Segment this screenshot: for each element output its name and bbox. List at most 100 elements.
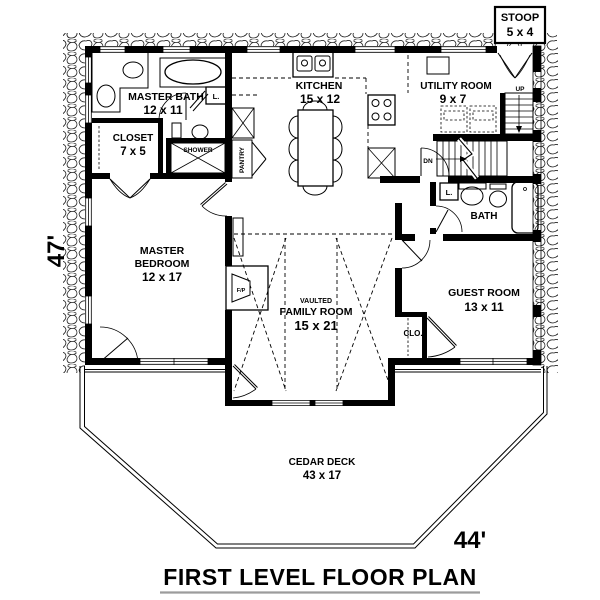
toilet [191, 124, 209, 140]
master-bedroom-size: 12 x 17 [142, 270, 182, 284]
guest-closet-door [426, 316, 457, 358]
toilet [489, 190, 507, 208]
master-bedroom-door [200, 182, 228, 217]
page-title: FIRST LEVEL FLOOR PLAN [163, 564, 476, 590]
closet-label: CLOSET [113, 133, 154, 144]
deck-label: CEDAR DECK [289, 457, 356, 468]
bedroom-deck-door [99, 326, 139, 363]
master-bath-label: MASTER BATH [128, 91, 204, 103]
title-block: FIRST LEVEL FLOOR PLAN [160, 564, 480, 594]
chair [302, 100, 328, 111]
window [99, 46, 126, 53]
bath-label: BATH [470, 211, 497, 222]
sink [122, 61, 144, 79]
vanity-counter [91, 53, 149, 113]
stone-band-right [541, 44, 558, 373]
utility-fixtures [407, 55, 497, 133]
master-bedroom-label-1: MASTER [140, 245, 185, 257]
dimension-labels: 47' 44' [43, 235, 486, 554]
stoop-door [497, 52, 533, 79]
window [162, 46, 191, 53]
bath-door [435, 205, 463, 233]
fireplace-label: F/P [237, 288, 246, 294]
chair [332, 115, 343, 139]
chair [302, 185, 328, 196]
kitchen-label: KITCHEN [296, 80, 343, 92]
lavatory-label: L. [213, 92, 220, 101]
stone-band-left [63, 33, 85, 373]
utility-size: 9 x 7 [440, 92, 467, 106]
stove [367, 94, 396, 126]
window [246, 46, 281, 53]
toilet-tank [171, 122, 182, 139]
master-closet-door [109, 178, 151, 199]
stairs-up-run [504, 92, 534, 135]
chair [332, 137, 343, 161]
stoop-label: STOOP [501, 12, 539, 24]
window [440, 46, 487, 53]
window [85, 295, 92, 325]
master-bedroom-label-2: BEDROOM [135, 258, 190, 270]
bifold-door [251, 141, 267, 160]
sink [96, 84, 116, 108]
height-dimension: 47' [43, 235, 70, 267]
lavatory-label: L. [446, 188, 453, 197]
window [85, 94, 92, 124]
master-bath-size: 12 x 11 [143, 103, 183, 117]
washer [440, 105, 468, 133]
kitchen-sink [292, 51, 334, 78]
fireplace [225, 265, 269, 311]
cabinet [231, 107, 255, 139]
vaulted-ceiling-lines [233, 233, 393, 392]
guest-room-label: GUEST ROOM [448, 287, 520, 299]
deck-house-edge [85, 369, 541, 373]
toilet-nook [439, 182, 459, 201]
family-deck-door [232, 364, 258, 399]
guest-room-door [401, 239, 431, 269]
sink [460, 186, 484, 206]
chair [288, 115, 299, 139]
window [314, 400, 344, 406]
dining-table [288, 100, 343, 196]
window [271, 400, 311, 406]
utility-sink [426, 56, 450, 75]
chair [288, 137, 299, 161]
width-dimension: 44' [454, 527, 486, 554]
shower-label: SHOWER [183, 147, 213, 154]
toilet-nook [205, 86, 227, 105]
guest-room-size: 13 x 11 [464, 300, 504, 314]
room-labels: MASTER BATH 12 x 11 CLOSET 7 x 5 SHOWER … [113, 80, 525, 482]
bathtub [511, 181, 539, 234]
bath-fixtures [439, 181, 539, 234]
stoop: STOOP 5 x 4 [493, 5, 547, 45]
stairs [436, 92, 534, 180]
family-room-label: FAMILY ROOM [280, 306, 353, 318]
closet-size: 7 x 5 [120, 146, 146, 158]
deck-outline [79, 366, 548, 549]
stairs-down-run [436, 140, 508, 177]
window [354, 46, 396, 53]
window [85, 56, 92, 84]
stairs-up-label: UP [515, 86, 525, 93]
deck-size: 43 x 17 [303, 470, 341, 482]
family-room-qualifier: VAULTED [300, 298, 332, 305]
bathtub [164, 59, 222, 85]
toilet-tank [489, 183, 507, 190]
utility-label: UTILITY ROOM [420, 81, 491, 92]
guest-closet-label: CLO. [403, 329, 422, 338]
stone-band-top [63, 33, 557, 46]
window [459, 358, 528, 365]
stone-veneer [63, 33, 558, 373]
windows [85, 46, 528, 406]
pantry-area [231, 107, 267, 179]
cabinet [367, 147, 396, 179]
tub-platform [159, 57, 229, 88]
stoop-size: 5 x 4 [507, 25, 534, 39]
chair [332, 159, 343, 183]
kitchen-fixtures [232, 51, 396, 179]
shower-stall [166, 138, 226, 174]
kitchen-size: 15 x 12 [300, 92, 340, 106]
interior-walls [92, 53, 540, 358]
